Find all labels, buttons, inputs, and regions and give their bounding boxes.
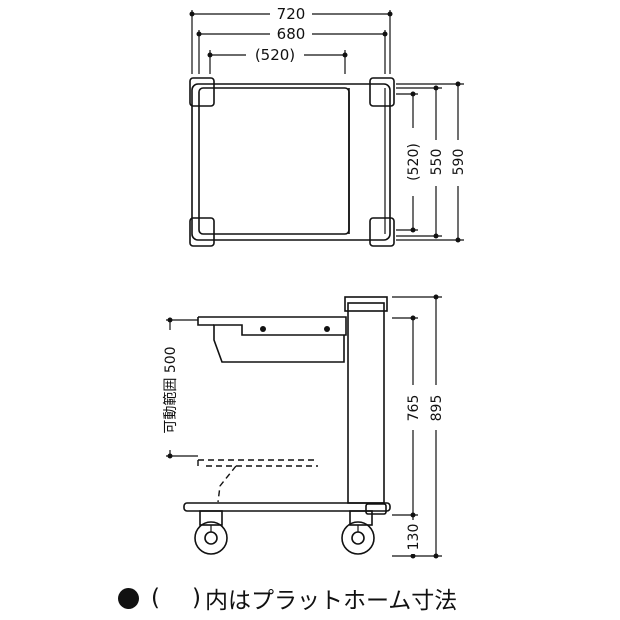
side-column xyxy=(347,302,385,504)
dim-height-overall: 895 xyxy=(392,294,445,559)
dim-depth-platform: (520) xyxy=(396,91,422,233)
side-column-cap xyxy=(344,296,388,312)
footnote: ( ) 内はプラットホーム寸法 xyxy=(118,582,548,614)
caster-right xyxy=(341,510,375,555)
dim-depth-overall: 590 xyxy=(396,81,467,243)
paren-close: ) xyxy=(191,585,201,611)
height-overall-label: 895 xyxy=(429,395,445,422)
height-platform-label: 765 xyxy=(406,395,422,422)
depth-overall-label: 590 xyxy=(451,149,467,176)
caster-left xyxy=(194,510,228,555)
paren-open: ( xyxy=(151,585,160,611)
plan-corner-block xyxy=(189,217,215,247)
plan-corner-block xyxy=(369,217,395,247)
plan-view: 720 680 (520) 590 xyxy=(189,5,467,247)
plan-corner-block xyxy=(189,77,215,107)
depth-platform-label: (520) xyxy=(406,143,422,181)
width-platform-label: (520) xyxy=(255,46,295,64)
depth-frame-label: 550 xyxy=(429,149,445,176)
plan-corner-block xyxy=(369,77,395,107)
movable-range-label: 可動範囲 500 xyxy=(162,346,179,433)
height-bottom-label: 130 xyxy=(406,524,422,551)
cart-dimension-diagram: 720 680 (520) 590 xyxy=(160,5,467,559)
width-frame-label: 680 xyxy=(277,25,306,43)
width-overall-label: 720 xyxy=(277,5,306,23)
side-view: 可動範囲 500 895 765 130 xyxy=(160,294,445,559)
dim-width-frame: 680 xyxy=(196,25,388,74)
bullet-icon xyxy=(118,587,139,609)
side-base xyxy=(183,502,391,512)
dim-height-bottom: 130 xyxy=(392,512,424,554)
dim-width-overall: 720 xyxy=(189,5,393,74)
side-tray-upper xyxy=(198,316,347,363)
plan-platform xyxy=(198,87,350,235)
side-tray-lower xyxy=(198,459,318,503)
dim-movable-range: 可動範囲 500 xyxy=(160,317,198,459)
footnote-text: 内はプラットホーム寸法 xyxy=(204,588,458,614)
dim-depth-frame: 550 xyxy=(396,85,445,239)
plan-outer-frame xyxy=(191,83,391,241)
dim-width-platform: (520) xyxy=(207,46,348,74)
